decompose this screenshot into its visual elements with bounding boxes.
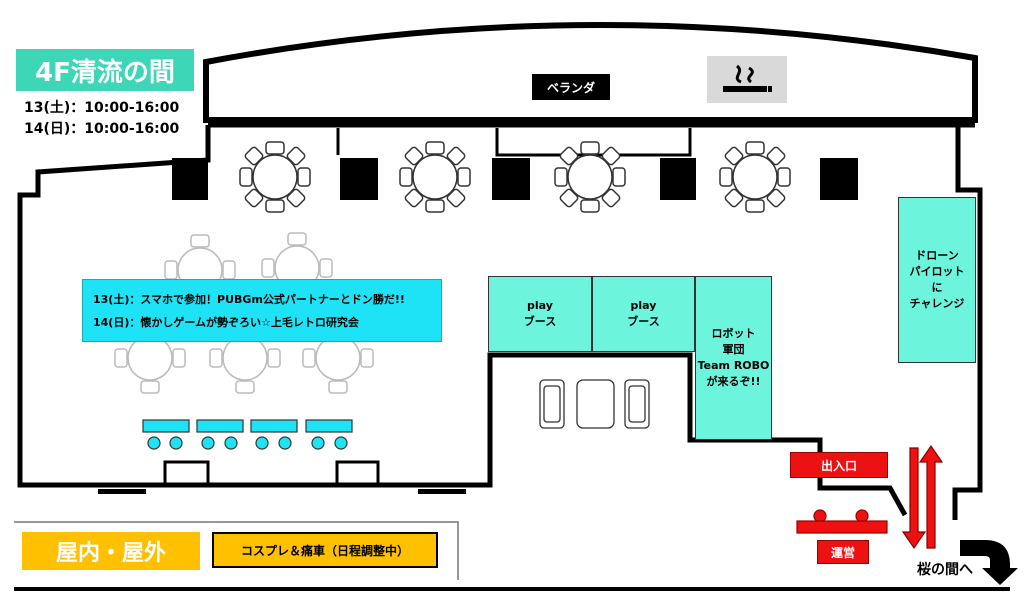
staff-label: 運営 — [817, 540, 869, 564]
round-table — [554, 141, 626, 213]
game-stations — [142, 419, 353, 450]
round-table — [399, 141, 471, 213]
turn-arrow-icon — [960, 540, 1018, 585]
hours-day14: 14(日)：10:00-16:00 — [24, 121, 180, 137]
veranda-outline — [203, 22, 978, 123]
room-wall — [17, 122, 983, 520]
stage-block — [163, 460, 210, 485]
stage-block — [335, 460, 380, 485]
door-mark — [418, 489, 466, 494]
pillar — [340, 158, 378, 200]
door-mark — [98, 489, 146, 494]
entrance-arrows — [901, 444, 944, 550]
page-title: 4F清流の間 — [16, 49, 194, 91]
veranda-label: ベランダ — [532, 74, 610, 100]
staff-table — [796, 509, 888, 534]
drone-booth: ドローン パイロット に チャレンジ — [898, 197, 976, 363]
pillar — [492, 158, 530, 200]
pillar — [820, 158, 858, 200]
inner-wall — [336, 128, 692, 157]
event-day13: 13(土)：スマホで参加！PUBGm公式パートナーとドン勝だ!! — [93, 293, 405, 306]
robot-booth: ロボット 軍団 Team ROBO が来るぞ!! — [695, 276, 772, 440]
round-table — [239, 141, 311, 213]
round-table — [719, 141, 791, 213]
play-booth-1: play ブース — [488, 276, 592, 352]
indoor-outdoor-label: 屋内・屋外 — [22, 532, 200, 570]
to-sakura-label: 桜の間へ — [917, 562, 973, 578]
cosplay-label: コスプレ＆痛車（日程調整中） — [212, 532, 438, 568]
play-booth-2: play ブース — [592, 276, 695, 352]
event-banner: 13(土)：スマホで参加！PUBGm公式パートナーとドン勝だ!! 14(日)：懐… — [82, 279, 442, 342]
sofa-set — [539, 379, 650, 429]
outdoor-frame — [14, 521, 459, 580]
smoking-icon — [707, 56, 787, 103]
pillar — [660, 158, 696, 200]
hours-day13: 13(土)：10:00-16:00 — [24, 100, 180, 116]
entrance-label: 出入口 — [790, 452, 888, 478]
pillar — [172, 158, 208, 200]
event-day14: 14(日)：懐かしゲームが勢ぞろい☆上毛レトロ研究会 — [93, 316, 359, 329]
